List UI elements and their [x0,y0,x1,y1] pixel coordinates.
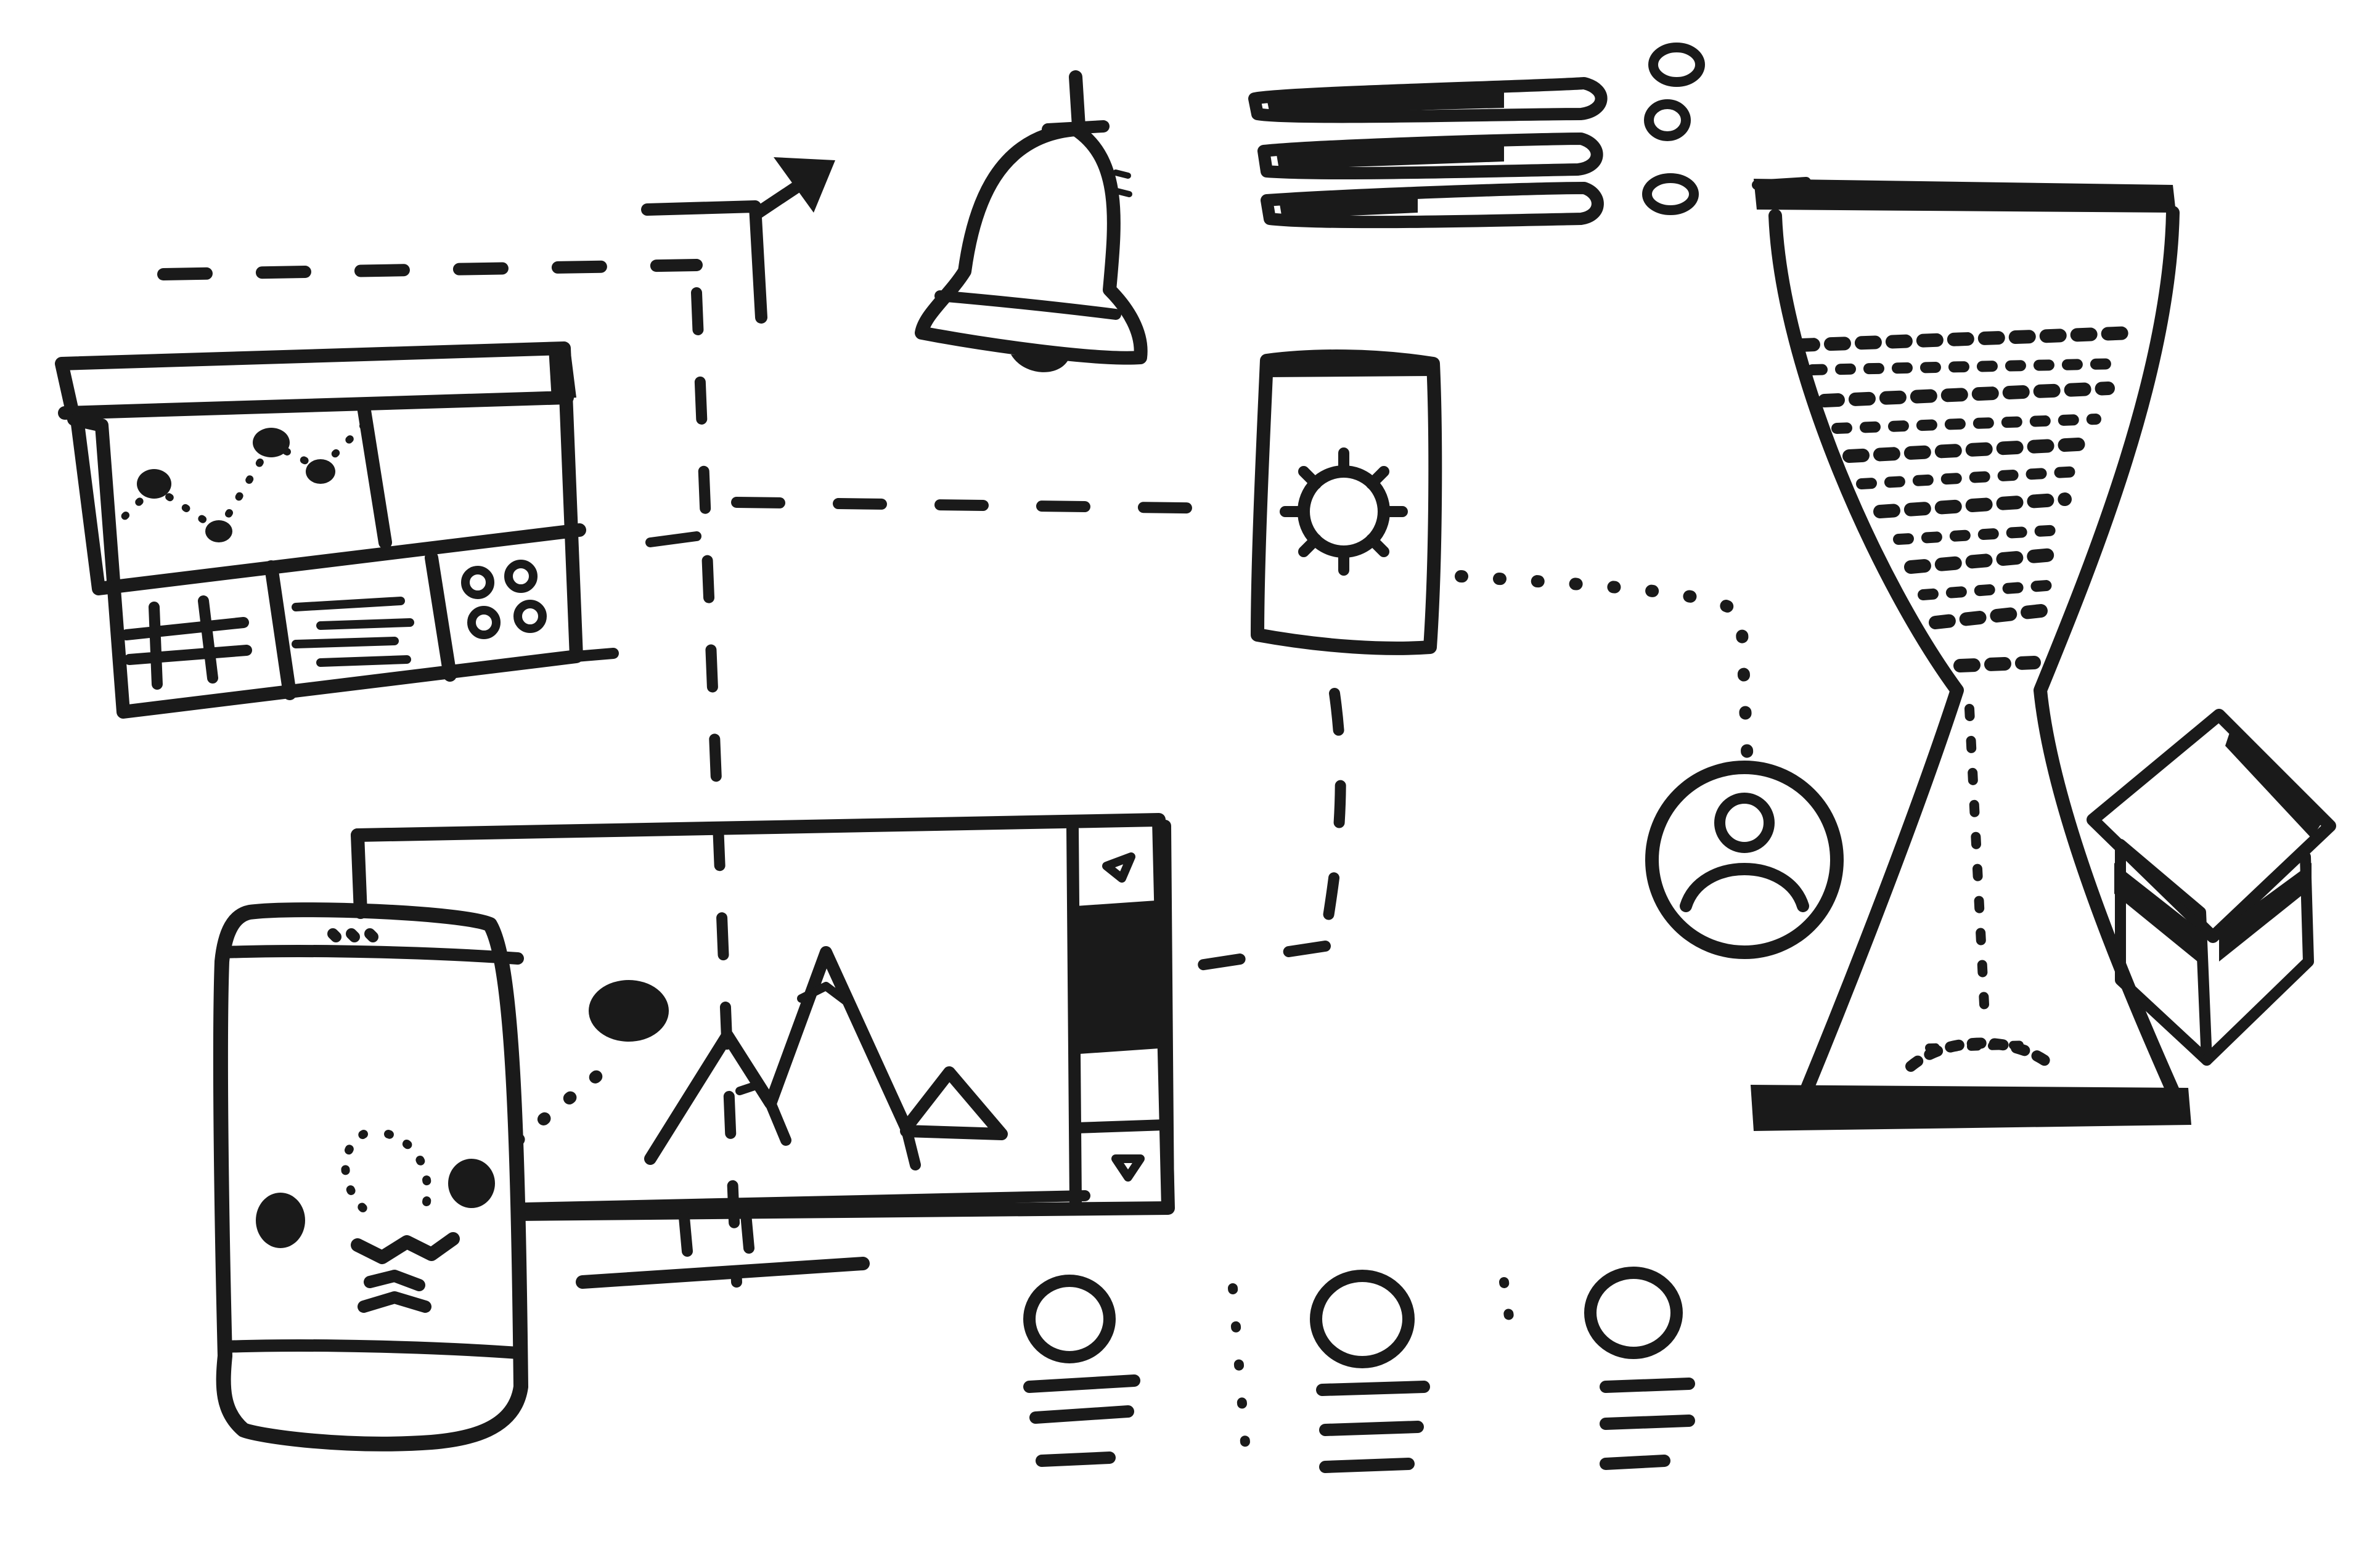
smartphone-face-icon [213,902,528,1452]
desktop-monitor-image-icon [351,813,1175,1289]
user-profile-icon [1645,761,1844,959]
dotted-connector-user [1455,570,1754,770]
cube-box-icon [2087,709,2336,1066]
hourglass-icon [1751,177,2191,1131]
dotted-connector-phone [512,1054,623,1146]
settings-phone-icon [1251,349,1442,655]
list-menu-icon [1248,43,1705,229]
bell-icon [915,70,1148,372]
arrow-icon [641,157,835,324]
dashboard-window-icon [55,341,619,719]
people-list-icon [1023,1267,1695,1473]
dashed-connector-top [157,259,1238,1288]
dashed-connector-right [1178,688,1346,973]
